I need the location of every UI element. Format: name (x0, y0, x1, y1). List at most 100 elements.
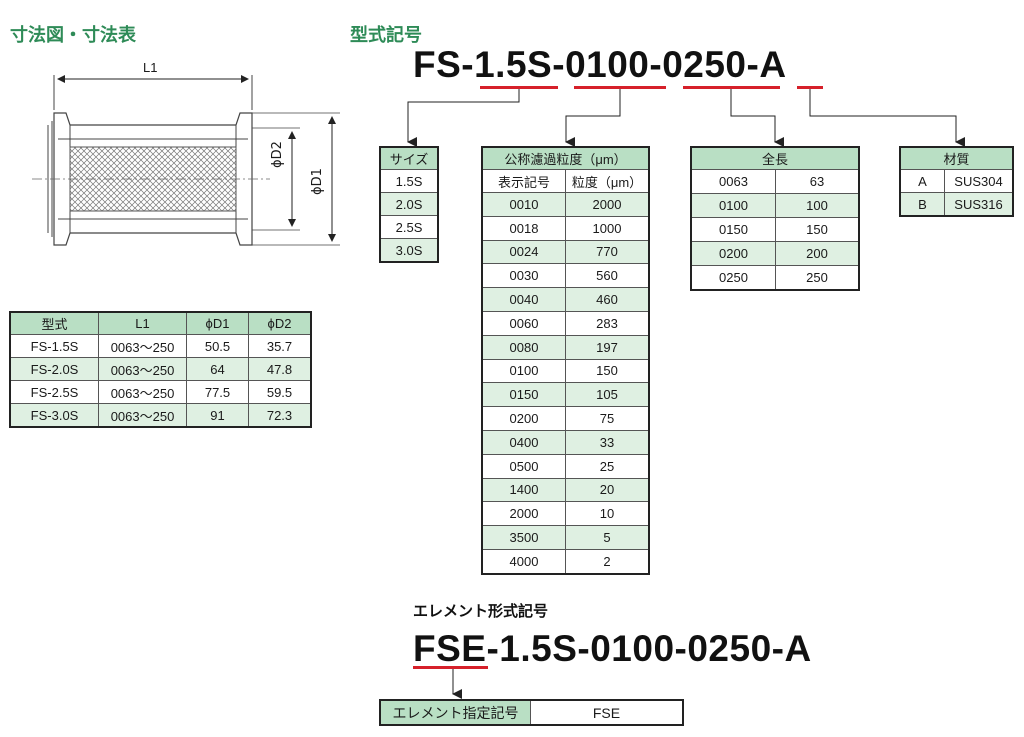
particle-code-cell: 0010 (482, 192, 566, 217)
element-code: FSE-1.5S-0100-0250-A (413, 630, 812, 667)
particle-code-cell: 0400 (482, 429, 566, 455)
particle-code-cell: 0024 (482, 239, 566, 265)
length-cell: 250 (774, 265, 860, 290)
length-underline (683, 86, 780, 89)
model-section-title: 型式記号 (350, 25, 422, 46)
dimension-table: 型式 L1 ϕD1 ϕD2 FS-1.5S 0063～250 50.5 35.7… (9, 311, 312, 428)
model-code-size: 1.5S (474, 44, 553, 85)
l1-dimension-label: L1 (143, 60, 158, 75)
particle-size-cell: 2000 (564, 192, 650, 217)
particle-code-cell: 1400 (482, 477, 566, 503)
table-row: 0200 200 (691, 241, 860, 266)
particle-header: 公称濾過粒度（μm） (481, 147, 650, 170)
particle-code-cell: 0060 (482, 310, 566, 336)
length-cell: 200 (774, 241, 860, 266)
particle-code-cell: 0200 (482, 406, 566, 431)
model-code-separator: - (461, 44, 475, 85)
dimensions-section-title: 寸法図・寸法表 (10, 25, 136, 46)
element-prefix-underline (413, 666, 488, 669)
table-row: FS-2.0S 0063～250 64 47.8 (10, 357, 311, 381)
element-code-rest: -1.5S-0100-0250-A (486, 628, 812, 669)
model-code-separator: - (552, 44, 566, 85)
length-header: 全長 (690, 147, 860, 170)
element-label-cell: エレメント指定記号 (380, 700, 531, 725)
length-cell: 150 (774, 217, 860, 242)
table-row: A SUS304 (900, 169, 1014, 193)
table-row: 0063 63 (691, 169, 860, 194)
material-cell: B (900, 192, 945, 216)
particle-size-cell: 460 (564, 287, 650, 312)
dim-cell: FS-2.0S (10, 357, 99, 381)
particle-size-cell: 33 (564, 429, 650, 455)
particle-size-cell: 5 (564, 525, 650, 550)
particle-code-cell: 2000 (482, 501, 566, 527)
table-row: B SUS316 (900, 192, 1014, 216)
dim-cell: 50.5 (186, 334, 249, 358)
dim-cell: 91 (186, 403, 249, 427)
model-code: FS-1.5S-0100-0250-A (413, 46, 787, 83)
dim-cell: 59.5 (248, 380, 311, 404)
dim-cell: 35.7 (248, 334, 311, 358)
particle-code-cell: 0080 (482, 334, 566, 360)
particle-size-cell: 75 (564, 406, 650, 431)
length-cell: 0200 (691, 241, 776, 266)
particle-col-header-size: 粒度（μm） (564, 169, 650, 193)
element-code-prefix: FSE (413, 628, 487, 669)
dim-cell: 77.5 (186, 380, 249, 404)
model-code-particle: 0100 (565, 44, 650, 85)
material-header: 材質 (899, 147, 1014, 170)
element-designation-table: エレメント指定記号 FSE (379, 699, 684, 726)
table-row: 0100 100 (691, 193, 860, 218)
model-code-separator: - (746, 44, 760, 85)
particle-size-cell: 770 (564, 239, 650, 265)
particle-underline (574, 86, 666, 89)
dim-header-model: 型式 (10, 312, 99, 335)
material-underline (797, 86, 823, 89)
dim-cell: 0063～250 (98, 403, 187, 427)
particle-size-cell: 10 (564, 501, 650, 527)
dim-header-l1: L1 (98, 312, 187, 335)
model-code-prefix: FS (413, 44, 462, 85)
length-table: 全長 0063 63 0100 100 0150 150 0200 200 02… (689, 146, 861, 291)
table-row: FS-3.0S 0063～250 91 72.3 (10, 403, 311, 427)
size-cell: 2.5S (380, 215, 438, 239)
table-row: 2.0S (380, 192, 438, 216)
dim-cell: 47.8 (248, 357, 311, 381)
particle-code-cell: 0018 (482, 215, 566, 241)
particle-size-cell: 105 (564, 382, 650, 408)
particle-code-cell: 0500 (482, 453, 566, 479)
dim-cell: FS-2.5S (10, 380, 99, 404)
particle-code-cell: 0100 (482, 358, 566, 384)
length-cell: 63 (774, 169, 860, 194)
particle-code-cell: 0030 (482, 263, 566, 289)
table-row: 3.0S (380, 238, 438, 262)
model-code-length: 0250 (662, 44, 747, 85)
particle-code-cell: 0150 (482, 382, 566, 408)
length-cell: 100 (774, 193, 860, 218)
dim-cell: 0063～250 (98, 357, 187, 381)
model-code-separator: - (649, 44, 663, 85)
dim-header-d2: ϕD2 (248, 312, 311, 335)
table-row: 0250 250 (691, 265, 860, 290)
length-cell: 0150 (691, 217, 776, 242)
table-row: 0150 150 (691, 217, 860, 242)
size-cell: 1.5S (380, 169, 438, 193)
material-cell: A (900, 169, 945, 193)
table-row: FS-2.5S 0063～250 77.5 59.5 (10, 380, 311, 404)
length-cell: 0063 (691, 169, 776, 194)
material-cell: SUS316 (943, 192, 1014, 216)
